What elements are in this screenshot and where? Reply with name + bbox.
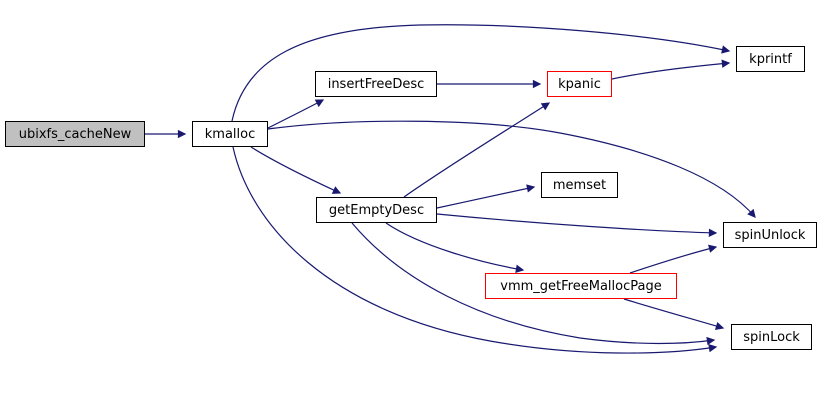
node-getEmptyDesc[interactable]: getEmptyDesc	[316, 197, 437, 223]
edge-vmm_getFreeMallocPage-spinUnlock	[629, 244, 718, 274]
edge-kmalloc-insertFreeDesc	[267, 99, 325, 129]
node-kprintf[interactable]: kprintf	[736, 46, 805, 72]
node-kpanic[interactable]: kpanic	[547, 71, 612, 97]
edge-kpanic-kprintf	[611, 59, 731, 80]
edge-kmalloc-spinUnlock	[267, 120, 756, 218]
node-kmalloc[interactable]: kmalloc	[192, 121, 268, 147]
node-spinUnlock[interactable]: spinUnlock	[723, 222, 817, 248]
edge-getEmptyDesc-kpanic	[403, 102, 551, 198]
node-spinLock[interactable]: spinLock	[731, 324, 812, 350]
edge-getEmptyDesc-spinLock	[351, 222, 716, 346]
edge-kmalloc-spinLock	[232, 146, 718, 354]
node-insertFreeDesc[interactable]: insertFreeDesc	[315, 71, 437, 97]
edge-kmalloc-getEmptyDesc	[250, 146, 342, 194]
edge-getEmptyDesc-memset	[436, 184, 536, 209]
edge-vmm_getFreeMallocPage-spinLock	[623, 298, 725, 330]
node-ubixfs_cacheNew: ubixfs_cacheNew	[5, 121, 145, 147]
node-memset[interactable]: memset	[541, 172, 618, 198]
edge-getEmptyDesc-vmm_getFreeMallocPage	[385, 222, 525, 273]
node-vmm_getFreeMallocPage[interactable]: vmm_getFreeMallocPage	[485, 273, 677, 299]
edge-getEmptyDesc-spinUnlock	[436, 213, 718, 237]
edge-kmalloc-kprintf	[231, 24, 731, 122]
